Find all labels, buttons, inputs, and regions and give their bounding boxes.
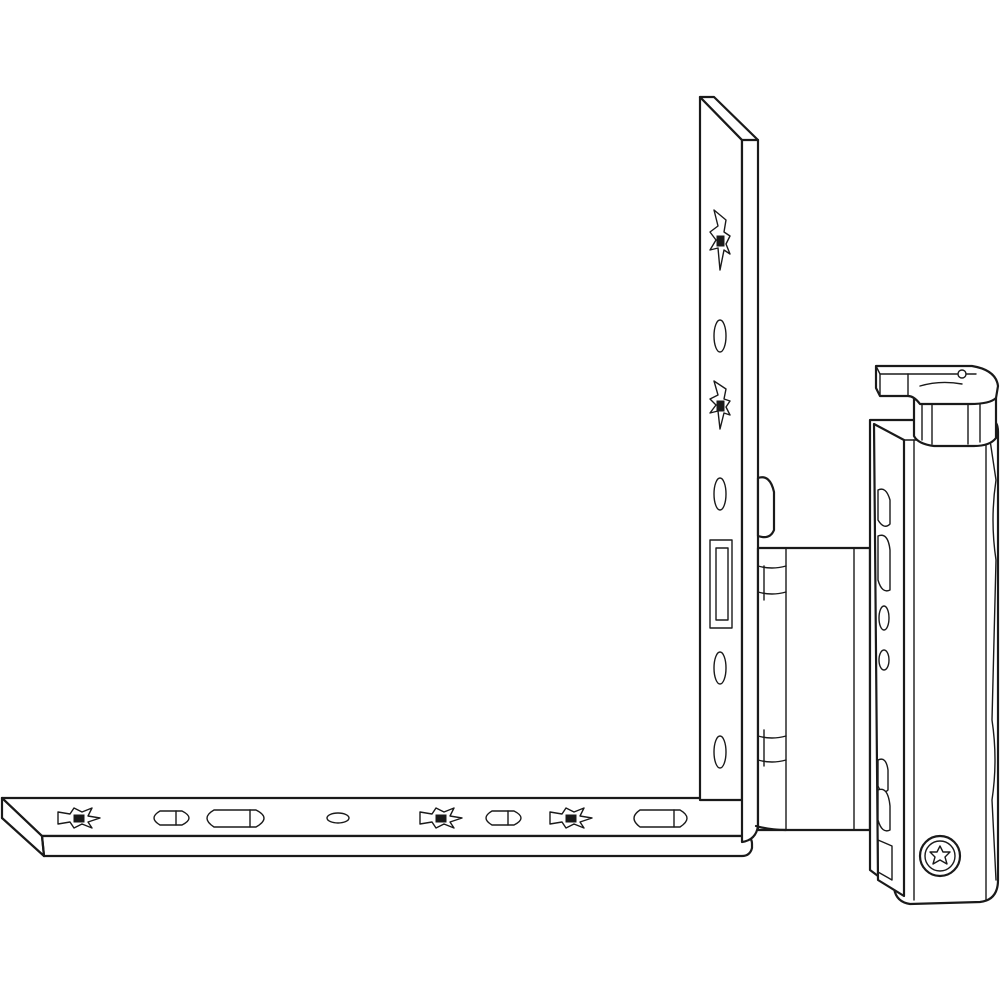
star-fastener-icon: [709, 380, 731, 430]
star-fastener-icon: [709, 209, 731, 271]
star-fastener-icon: [549, 807, 593, 829]
round-hole: [326, 812, 350, 824]
round-hole: [713, 319, 727, 353]
star-fastener-icon: [419, 807, 463, 829]
slot-long: [206, 809, 265, 828]
hinge-housing: [868, 418, 1000, 906]
slot-long: [633, 809, 688, 828]
round-hole: [713, 651, 727, 685]
star-fastener-icon: [57, 807, 101, 829]
round-hole: [713, 477, 727, 511]
hinge-connector: [754, 476, 872, 832]
torx-screw-icon: [918, 834, 962, 878]
vertical-bracket-arm: [698, 95, 760, 844]
round-hole: [713, 735, 727, 769]
hinge-cap: [874, 364, 1000, 448]
slot-small: [153, 810, 190, 826]
horizontal-bracket-arm: [0, 796, 758, 858]
slot-small: [485, 810, 522, 826]
